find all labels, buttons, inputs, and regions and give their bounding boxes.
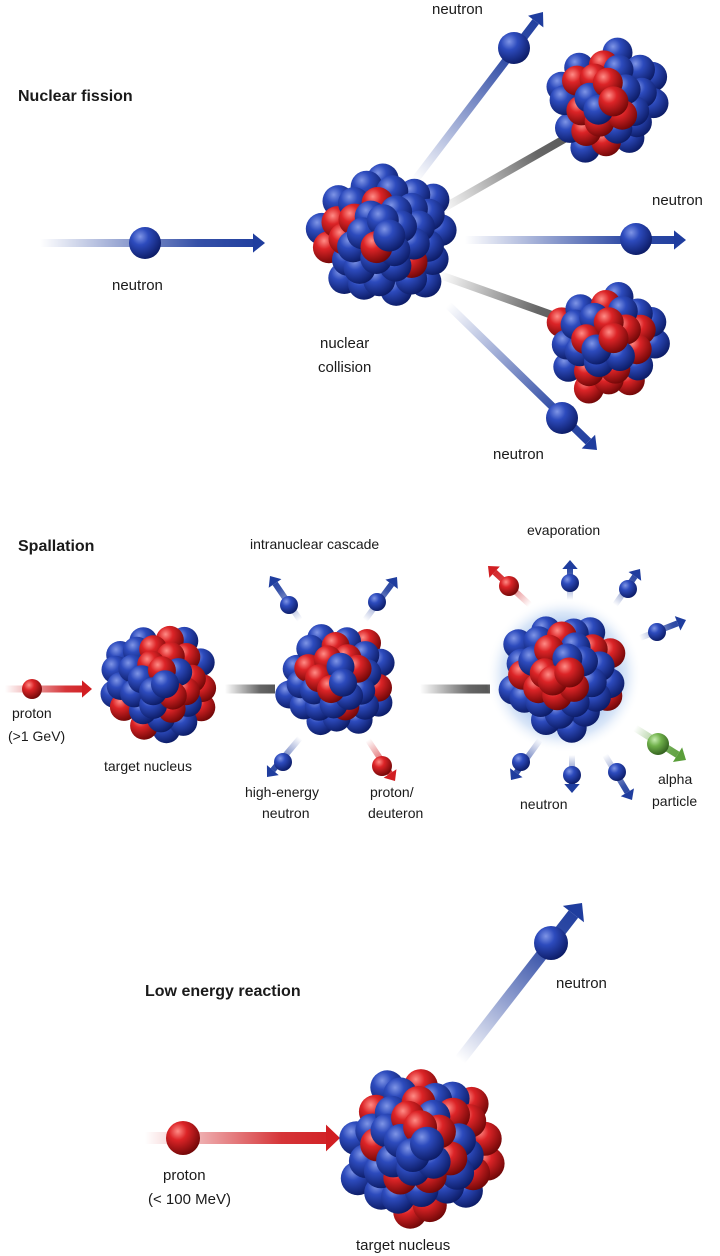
neutron-sphere [280,596,298,614]
low-energy-target-nucleus [339,1069,505,1229]
evaporating-nucleus [498,616,626,743]
neutron-right-track [465,230,686,250]
emitted-neutron-top [498,32,530,64]
low-energy-proton-label-line1: proton [163,1167,206,1184]
target-nucleus-1 [100,625,217,744]
emitted-neutron [534,926,568,960]
alpha-particle-label-line1: alpha [658,771,692,787]
neutron-sphere [563,766,581,784]
proton-deuteron-label-line1: proton/ [370,784,414,800]
collision-label-line2: collision [318,359,371,376]
fission-title: Nuclear fission [18,88,133,105]
neutron-sphere [329,668,357,697]
neutron-top-label: neutron [432,1,483,18]
neutron-sphere [512,753,530,771]
proton-label-line1: proton [12,705,52,721]
proton-sphere [166,1121,200,1155]
alpha-sphere [647,733,669,755]
evaporation-particles [488,560,686,800]
alpha-particle-label-line2: particle [652,793,697,809]
neutron-sphere [373,219,406,252]
cascade-particles [266,576,398,781]
fission-section: Nuclear fission neutron nuclear collisio… [18,1,703,463]
neutron-sphere [274,753,292,771]
proton-sphere [598,86,629,117]
high-energy-neutron-label-line1: high-energy [245,784,319,800]
high-energy-neutron-label-line2: neutron [262,805,309,821]
emitted-neutron-bottom [546,402,578,434]
neutron-sphere [151,670,179,699]
incoming-proton-track [5,680,92,698]
low-energy-target-nucleus-label: target nucleus [356,1237,450,1254]
incoming-proton [166,1121,200,1155]
neutron-sphere [546,402,578,434]
evaporation-neutron-label: neutron [520,796,567,812]
proton-sphere [554,657,585,688]
neutron-sphere [608,763,626,781]
fission-nucleus [305,163,457,306]
spallation-title: Spallation [18,538,94,555]
proton-sphere [372,756,392,776]
low-energy-neutron-label: neutron [556,975,607,992]
emitted-neutron-right [620,223,652,255]
proton-label-line2: (>1 GeV) [8,728,65,744]
fission-fragment-bottom [546,282,670,404]
collision-label-line1: nuclear [320,335,369,352]
incoming-neutron-particle [129,227,161,259]
neutron-sphere [620,223,652,255]
fission-fragment-top [546,37,669,163]
proton-sphere [598,323,629,354]
incoming-neutron-label: neutron [112,277,163,294]
neutron-sphere [368,593,386,611]
neutron-sphere [410,1126,444,1161]
proton-deuteron-label-line2: deuteron [368,805,423,821]
cascade-nucleus [275,624,395,736]
spallation-tracks [5,680,490,698]
fragment-link-top [438,126,582,214]
neutron-bottom-label: neutron [493,446,544,463]
proton-sphere [22,679,42,699]
neutron-right-label: neutron [652,192,703,209]
evaporation-label: evaporation [527,522,600,538]
intranuclear-cascade-label: intranuclear cascade [250,536,379,552]
proton-sphere [499,576,519,596]
neutron-sphere [648,623,666,641]
neutron-sphere [129,227,161,259]
target-nucleus-label: target nucleus [104,758,192,774]
low-energy-title: Low energy reaction [145,983,301,1000]
neutron-sphere [534,926,568,960]
neutron-sphere [498,32,530,64]
low-energy-section: Low energy reaction neutron proton (< 10… [145,903,607,1254]
incoming-proton-particle [22,679,42,699]
spallation-section: Spallation intranuclear cascade evaporat… [5,522,697,821]
neutron-sphere [619,580,637,598]
neutron-sphere [561,574,579,592]
low-energy-proton-label-line2: (< 100 MeV) [148,1191,231,1208]
